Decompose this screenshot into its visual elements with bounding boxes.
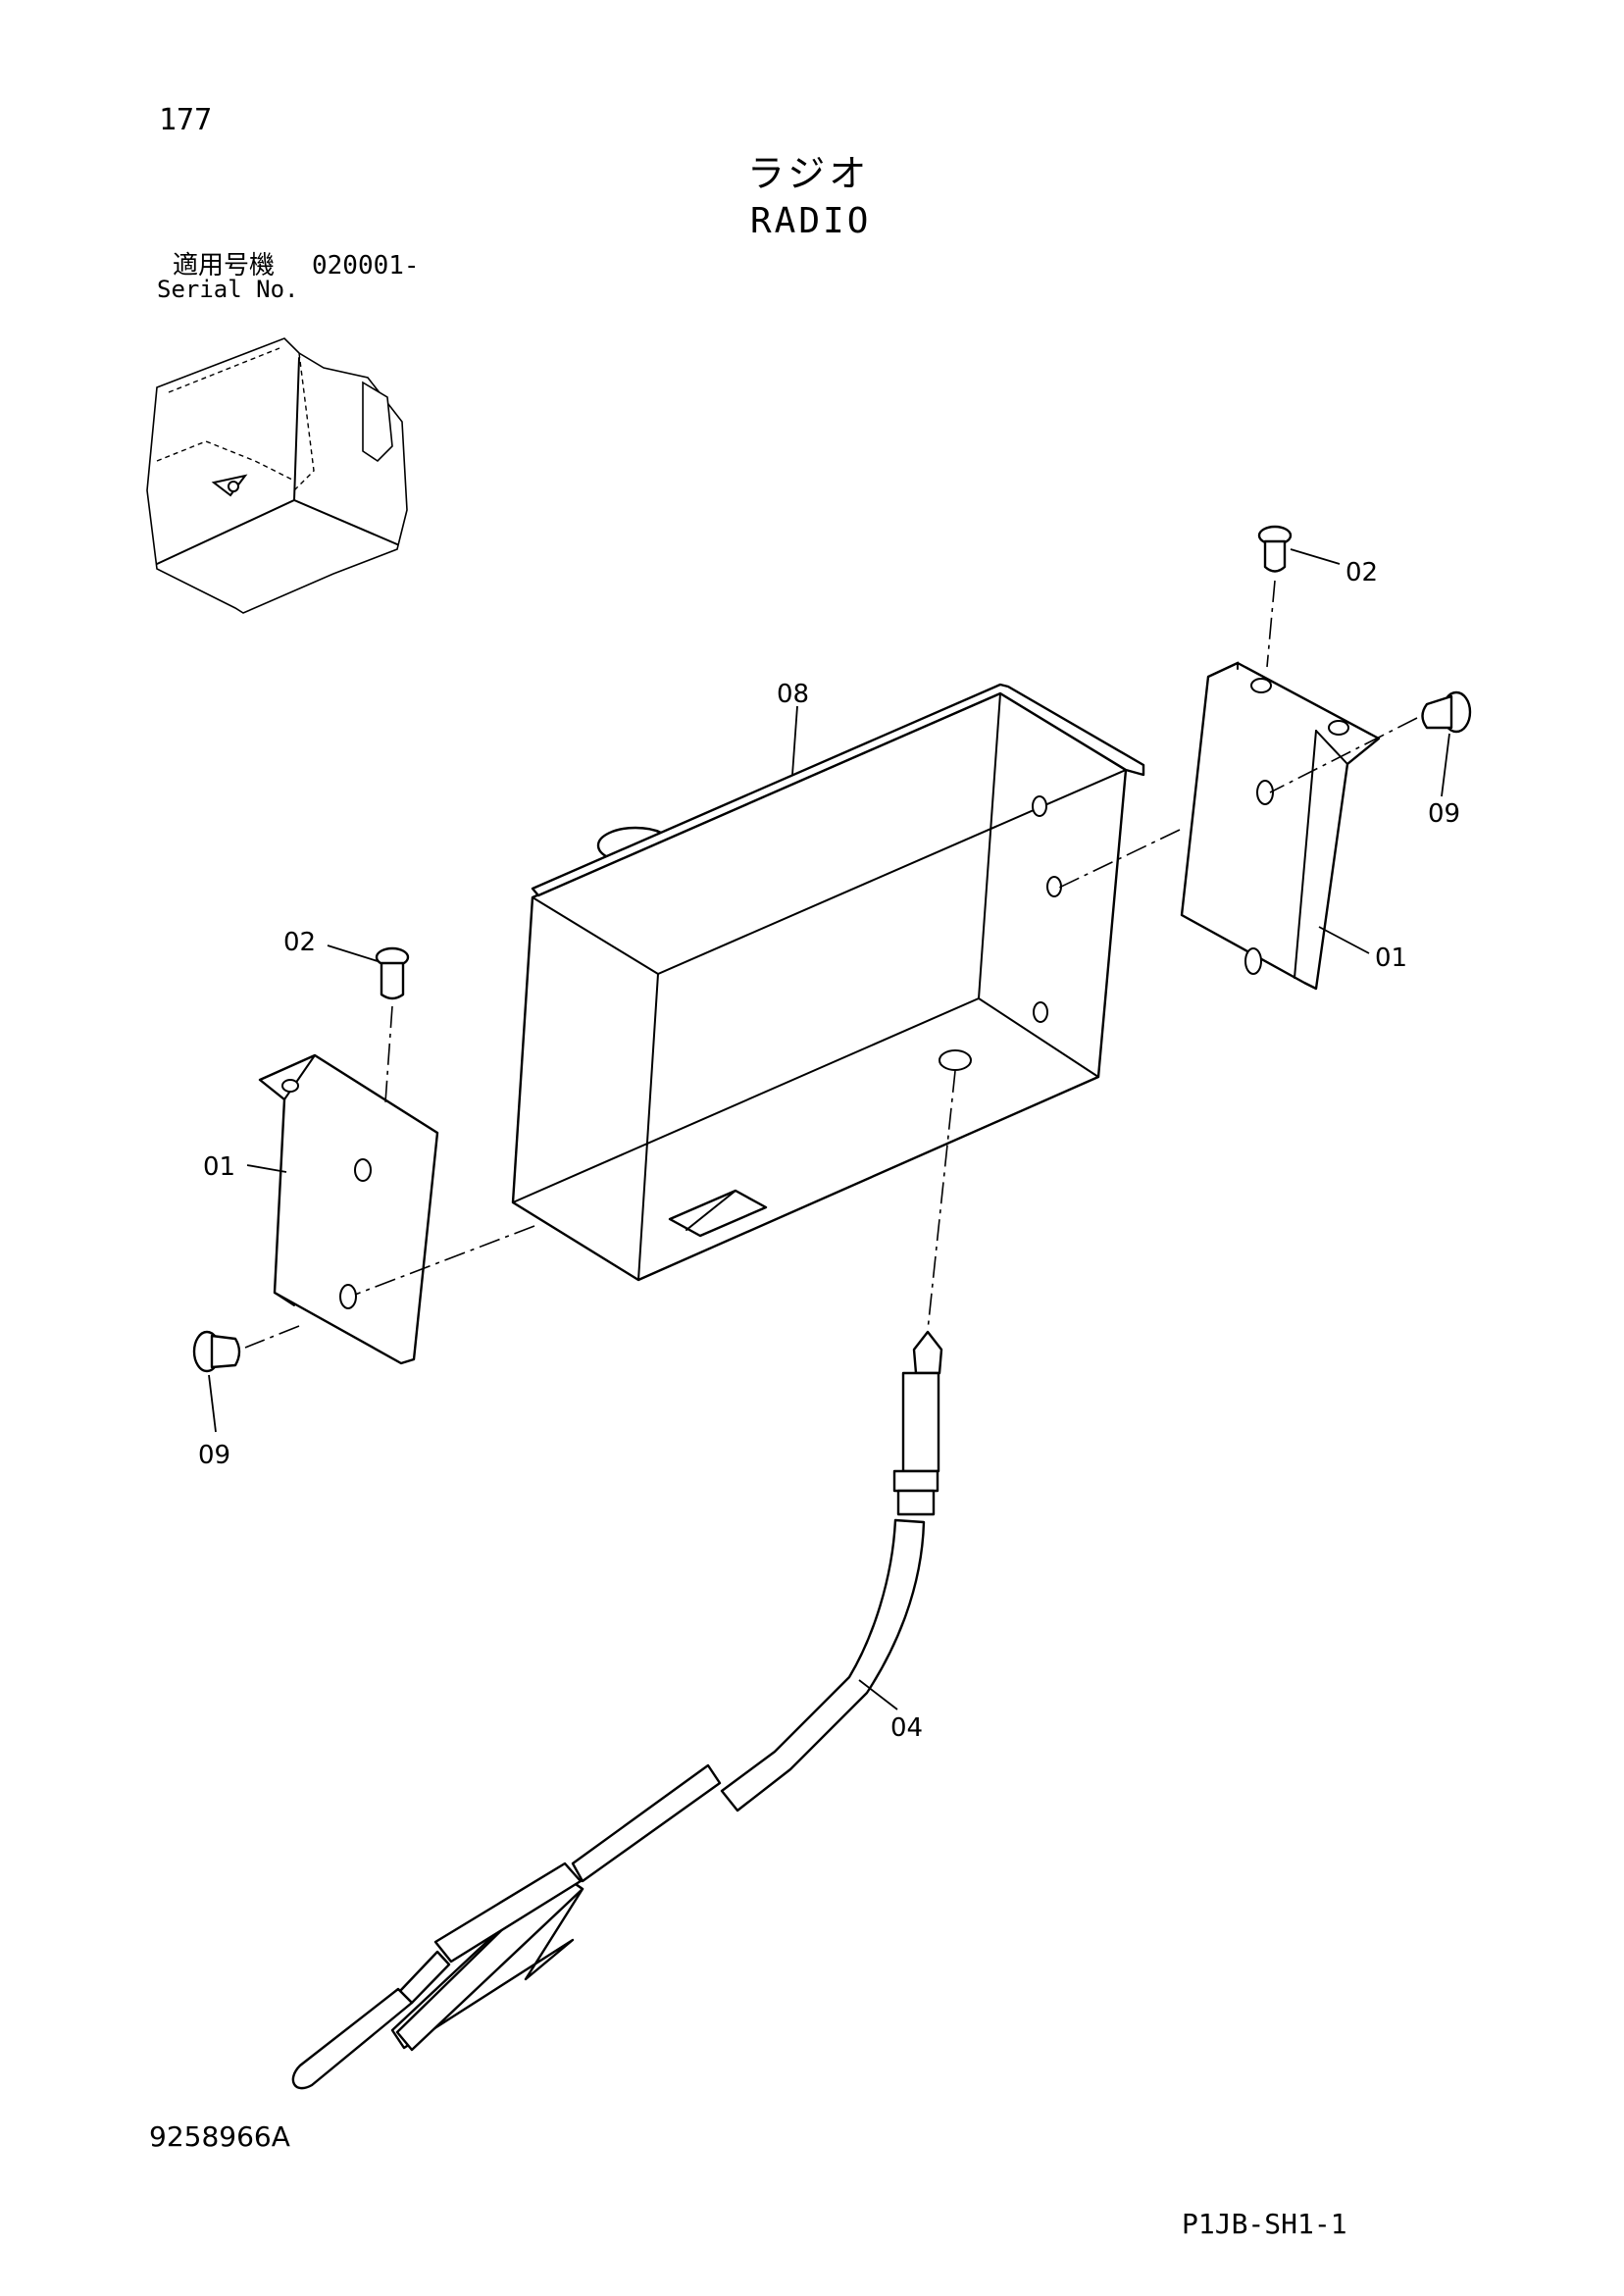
drawing-number: 9258966A bbox=[149, 2120, 290, 2153]
assembly-center-lines bbox=[244, 580, 1418, 1349]
screw-left bbox=[192, 1330, 241, 1373]
radio-box bbox=[511, 683, 1145, 1282]
bolt-top-right bbox=[1257, 525, 1293, 573]
callout-antenna-cable: 04 bbox=[890, 1713, 923, 1743]
callout-screw-right: 09 bbox=[1428, 799, 1460, 829]
callout-radio-box: 08 bbox=[777, 680, 809, 709]
serial-value: 020001- bbox=[312, 251, 420, 281]
bolt-top-left bbox=[375, 946, 410, 1000]
serial-label-english: Serial No. bbox=[157, 276, 299, 303]
bracket-right bbox=[1180, 661, 1381, 991]
sheet-code: P1JB-SH1-1 bbox=[1182, 2208, 1347, 2240]
antenna-cable bbox=[291, 1330, 943, 2090]
callout-bolt-top-right: 02 bbox=[1345, 558, 1378, 587]
screw-right bbox=[1421, 690, 1472, 734]
cab-location-thumbnail bbox=[146, 337, 408, 614]
title-japanese: ラジオ bbox=[747, 152, 871, 195]
serial-label-japanese: 適用号機 bbox=[173, 251, 276, 281]
callout-bolt-top-left: 02 bbox=[283, 928, 316, 957]
page-number: 177 bbox=[159, 103, 213, 137]
callout-bracket-left: 01 bbox=[203, 1152, 235, 1182]
callout-bracket-right: 01 bbox=[1375, 944, 1407, 973]
bracket-left bbox=[258, 1053, 439, 1365]
callout-screw-left: 09 bbox=[198, 1441, 230, 1470]
title-english: RADIO bbox=[750, 201, 872, 241]
leader-lines bbox=[208, 548, 1450, 1710]
